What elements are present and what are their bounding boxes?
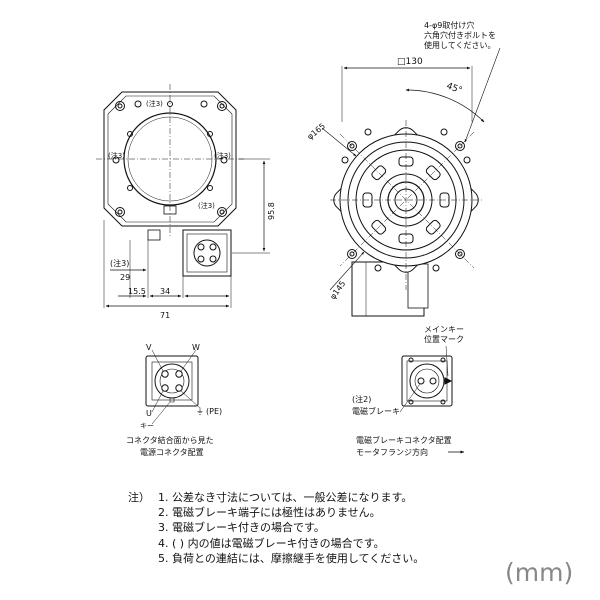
main-key-mark-icon xyxy=(444,377,453,385)
front-view-labels: (注3) (注3) (注3) (注3) 95.8 (注3) 29 15.5 34… xyxy=(108,99,276,320)
brake-label: 電磁ブレーキ xyxy=(352,406,400,416)
front-connector-body xyxy=(182,229,232,277)
note-item-4: 4. ( ) 内の値は電磁ブレーキ付きの場合です。 xyxy=(158,536,385,550)
dim-29: 29 xyxy=(120,273,130,282)
callout-line-2: 六角穴付きボルトを xyxy=(424,30,496,40)
dim-34: 34 xyxy=(160,287,170,296)
dim-45deg: 45° xyxy=(445,81,463,96)
ground-icon: ⏚ xyxy=(196,407,204,416)
front-note3-top: (注3) xyxy=(146,99,163,108)
brake-caption-1: 電磁ブレーキコネクタ配置 xyxy=(356,435,452,445)
pin-u-circle xyxy=(161,384,169,392)
front-note3-right: (注3) xyxy=(214,151,231,160)
brake-connector xyxy=(399,345,453,413)
callout-line-1: 4-φ9取付け穴 xyxy=(424,20,474,30)
dim-130: □130 xyxy=(397,57,423,67)
brake-connector-labels: メインキー 位置マーク (注2) 電磁ブレーキ 電磁ブレーキコネクタ配置 モータ… xyxy=(352,325,465,457)
front-note3-dim: (注3) xyxy=(110,258,129,268)
pin-w-label: W xyxy=(192,343,200,352)
notes-section: 注） 1. 公差なき寸法については、一般公差になります。 2. 電磁ブレーキ端子… xyxy=(128,490,488,566)
front-view xyxy=(96,84,270,308)
key-mark-label-1: メインキー xyxy=(424,325,464,334)
flange-mount-holes xyxy=(341,128,471,272)
power-caption-2: 電源コネクタ配置 xyxy=(140,448,204,457)
note-item-5: 5. 負荷との連結には、摩擦継手を使用してください。 xyxy=(158,551,425,565)
note-item-1: 1. 公差なき寸法については、一般公差になります。 xyxy=(158,491,413,504)
notes-heading: 注） xyxy=(128,491,150,504)
pin-u-label: U xyxy=(146,409,152,418)
dim-15-5: 15.5 xyxy=(128,287,146,296)
callout-line-3: 使用してください。 xyxy=(424,40,496,50)
power-connector xyxy=(145,349,201,425)
brake-note-label: (注2) xyxy=(352,394,371,404)
dim-95-8: 95.8 xyxy=(267,202,276,220)
dim-145: φ145 xyxy=(328,279,347,301)
key-label: キー xyxy=(140,422,154,430)
pin-v-circle xyxy=(161,370,169,378)
brake-caption-2: モータフランジ方向 xyxy=(356,447,428,457)
power-caption-1: コネクタ結合面から見た xyxy=(126,435,214,445)
key-mark-label-2: 位置マーク xyxy=(424,334,464,344)
note-item-3: 3. 電磁ブレーキ付きの場合です。 xyxy=(158,521,325,535)
flange-view xyxy=(321,47,501,317)
notes-list: 1. 公差なき寸法については、一般公差になります。 2. 電磁ブレーキ端子には極… xyxy=(128,490,488,566)
dim-165: φ165 xyxy=(306,121,328,141)
note-item-2: 2. 電磁ブレーキ端子には極性はありません。 xyxy=(158,506,381,520)
dim-71: 71 xyxy=(160,311,170,320)
pin-w-circle xyxy=(175,370,183,378)
power-connector-labels: V W U キー ⏚ (PE) コネクタ結合面から見た 電源コネクタ配置 xyxy=(126,343,222,457)
pin-pe-circle xyxy=(175,384,183,392)
pin-v-label: V xyxy=(146,343,152,352)
pe-label: (PE) xyxy=(206,407,222,416)
front-note3-bottom: (注3) xyxy=(198,201,215,210)
front-note3-left: (注3) xyxy=(108,151,125,160)
unit-label: (mm) xyxy=(505,558,574,587)
